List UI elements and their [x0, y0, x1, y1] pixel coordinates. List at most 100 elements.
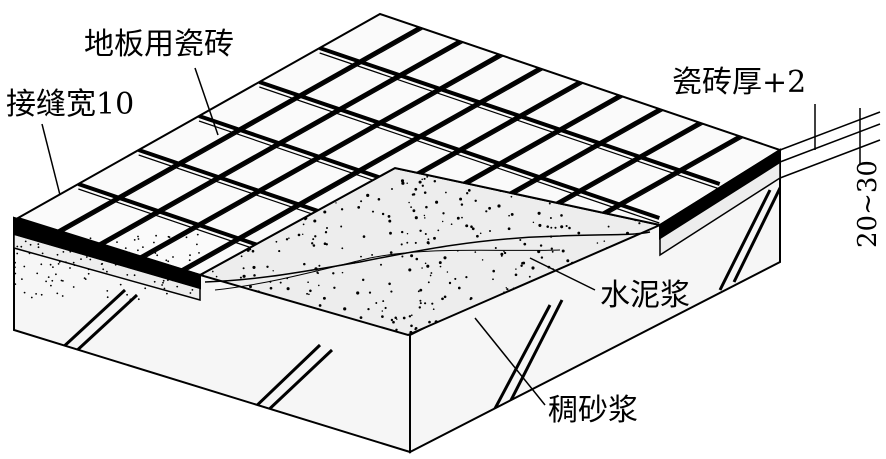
mortar-band-dot — [36, 233, 39, 236]
grout-line — [57, 25, 421, 234]
label-joint-width: 接缝宽10 — [6, 87, 134, 122]
mortar-dot — [577, 231, 581, 235]
mortar-band-dot — [23, 265, 26, 268]
mortar-dot — [382, 300, 385, 303]
mortar-dot — [419, 299, 422, 302]
mortar-band-dot — [106, 290, 109, 292]
tile-edge-tick — [13, 232, 201, 288]
mortar-dot — [560, 214, 563, 217]
mortar-dot — [523, 242, 527, 246]
mortar-band-dot — [20, 245, 23, 248]
mortar-dot — [425, 205, 428, 209]
mortar-dot — [538, 223, 542, 227]
mortar-dot — [312, 238, 315, 241]
mortar-band-dot — [185, 236, 188, 239]
mortar-band-dot — [106, 270, 108, 273]
mortar-band-dot — [188, 259, 191, 262]
mortar-dot — [568, 226, 571, 230]
mortar-dot — [506, 288, 509, 291]
mortar-dot — [549, 217, 552, 219]
mortar-band-dot — [114, 263, 117, 266]
mortar-dot — [531, 266, 535, 270]
mortar-dot — [471, 227, 475, 231]
mortar-band-dot — [162, 281, 164, 284]
mortar-dot — [249, 285, 252, 289]
mortar-band-dot — [14, 272, 17, 275]
mortar-dot — [417, 290, 420, 293]
mortar-dot — [239, 276, 242, 279]
mortar-band-dot — [188, 274, 191, 277]
label-tile-thickness: 瓷砖厚+2 — [672, 65, 806, 100]
mortar-dot — [442, 212, 445, 215]
mortar-dot — [409, 330, 413, 334]
mortar-band-dot — [16, 252, 19, 255]
mortar-dot — [389, 231, 392, 235]
mortar-band-dot — [56, 292, 59, 295]
mortar-dot — [333, 286, 336, 289]
mortar-dot — [340, 225, 343, 228]
mortar-dot — [426, 175, 429, 178]
mortar-band-dot — [133, 239, 136, 241]
mortar-dot — [323, 210, 327, 214]
mortar-band-dot — [87, 268, 90, 271]
mortar-band-dot — [47, 276, 50, 278]
mortar-dot — [288, 237, 290, 239]
mortar-dot — [381, 310, 384, 312]
mortar-band-dot — [69, 250, 72, 253]
mortar-band-dot — [105, 247, 108, 250]
mortar-band-dot — [65, 261, 67, 264]
mortar-band-dot — [66, 242, 69, 245]
mortar-dot — [457, 286, 461, 290]
mortar-dot — [307, 281, 309, 284]
mortar-dot — [388, 282, 391, 286]
mortar-dot — [443, 256, 447, 260]
mortar-band-dot — [24, 240, 27, 243]
mortar-dot — [560, 225, 564, 229]
mortar-dot — [392, 320, 395, 324]
mortar-band-dot — [89, 237, 92, 240]
mortar-band-dot — [191, 279, 194, 282]
mortar-dot — [603, 240, 606, 242]
mortar-band-dot — [126, 293, 128, 296]
mortar-dot — [371, 253, 374, 256]
mortar-dot — [528, 275, 531, 278]
concrete-hatching — [58, 288, 334, 418]
mortar-dot — [211, 270, 214, 273]
mortar-band-dot — [137, 249, 139, 252]
mortar-dot — [540, 256, 544, 259]
mortar-band-dot — [128, 251, 131, 254]
mortar-band-dot — [171, 279, 174, 282]
mortar-dot — [361, 278, 365, 282]
mortar-band-dot — [22, 233, 25, 236]
mortar-dot — [429, 274, 432, 277]
mortar-dot — [446, 271, 449, 273]
mortar-dot — [485, 210, 488, 213]
mortar-dot — [437, 229, 440, 232]
mortar-band-dot — [16, 245, 19, 248]
mortar-dot — [441, 220, 444, 223]
mortar-dot — [322, 296, 326, 300]
mortar-dot — [286, 287, 290, 291]
mortar-band-dot — [168, 238, 171, 241]
mortar-band-dot — [168, 236, 171, 239]
mortar-dot — [317, 272, 319, 275]
mortar-dot — [324, 231, 328, 234]
cement-paste-line-2 — [214, 249, 561, 291]
mortar-dot — [356, 291, 360, 295]
mortar-band-dot — [89, 258, 92, 261]
mortar-band-dot — [62, 280, 64, 282]
mortar-dot — [503, 291, 505, 294]
mortar-dot — [311, 242, 314, 245]
mortar-band-dot — [166, 292, 168, 295]
concrete-hatching-right — [488, 183, 780, 419]
mortar-dot — [423, 177, 426, 180]
mortar-dot — [272, 270, 274, 272]
tile-edge-tick — [659, 158, 781, 236]
mortar-dot — [550, 247, 553, 250]
mortar-band-dot — [167, 260, 170, 263]
mortar-dot — [503, 250, 505, 253]
mortar-dot — [554, 226, 557, 229]
mortar-band-dot — [13, 253, 16, 256]
mortar-dot — [251, 249, 255, 253]
mortar-band-dot — [56, 253, 59, 256]
